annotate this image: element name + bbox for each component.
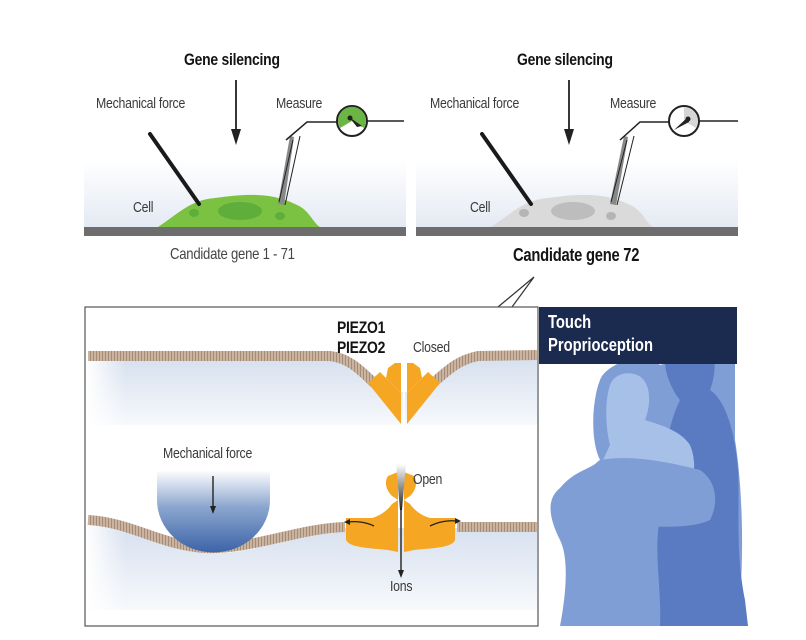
right-cell-label: Cell: [470, 199, 491, 216]
cell-nucleus: [551, 202, 595, 220]
left-force-label: Mechanical force: [96, 95, 186, 112]
channel-name-2: PIEZO2: [337, 338, 386, 357]
left-title: Gene silencing: [184, 50, 280, 69]
dish-plate: [416, 227, 738, 236]
ion-flow-icon: [396, 464, 406, 510]
left-cell-label: Cell: [133, 199, 154, 216]
sensation-touch: Touch: [548, 312, 592, 332]
cell-nucleus: [218, 202, 262, 220]
cytoplasm-top: [86, 356, 537, 425]
closed-label: Closed: [413, 339, 450, 356]
force-probe-icon: [480, 132, 533, 206]
organelle: [519, 209, 529, 217]
channel-detail-box: [84, 306, 539, 627]
measure-dial-inactive: [668, 105, 700, 137]
membrane-top-right: [428, 350, 538, 388]
right-measure-label: Measure: [610, 95, 657, 112]
hugging-figures-illustration: [550, 333, 748, 626]
sensation-proprioception: Proprioception: [548, 335, 653, 355]
right-title: Gene silencing: [517, 50, 613, 69]
left-caption: Candidate gene 1 - 71: [170, 246, 295, 263]
measure-dial-active: [336, 105, 368, 137]
piezo-channel-closed: [368, 362, 440, 425]
arrow-head-icon: [231, 129, 241, 145]
right-force-label: Mechanical force: [430, 95, 520, 112]
tension-arrow-left-icon: [347, 520, 375, 527]
callout-pointer: [497, 276, 535, 308]
tension-arrow-right-icon: [429, 520, 457, 527]
sensation-header: Touch Proprioception: [539, 307, 737, 364]
detail-force-label: Mechanical force: [163, 445, 253, 462]
arrow-head-icon: [564, 129, 574, 145]
organelle: [189, 209, 199, 217]
dish-plate: [84, 227, 406, 236]
left-experiment-panel: [84, 80, 406, 236]
right-caption: Candidate gene 72: [513, 245, 640, 265]
ions-label: Ions: [390, 578, 413, 595]
organelle: [275, 212, 285, 220]
piezo-channel-open: [344, 464, 461, 578]
ion-arrow-icon: [398, 570, 404, 578]
right-experiment-panel: [416, 80, 738, 236]
left-measure-label: Measure: [276, 95, 323, 112]
open-label: Open: [413, 471, 443, 488]
channel-name-1: PIEZO1: [337, 318, 386, 337]
organelle: [606, 212, 616, 220]
force-probe-icon: [148, 132, 201, 206]
membrane-top-left: [88, 351, 379, 388]
